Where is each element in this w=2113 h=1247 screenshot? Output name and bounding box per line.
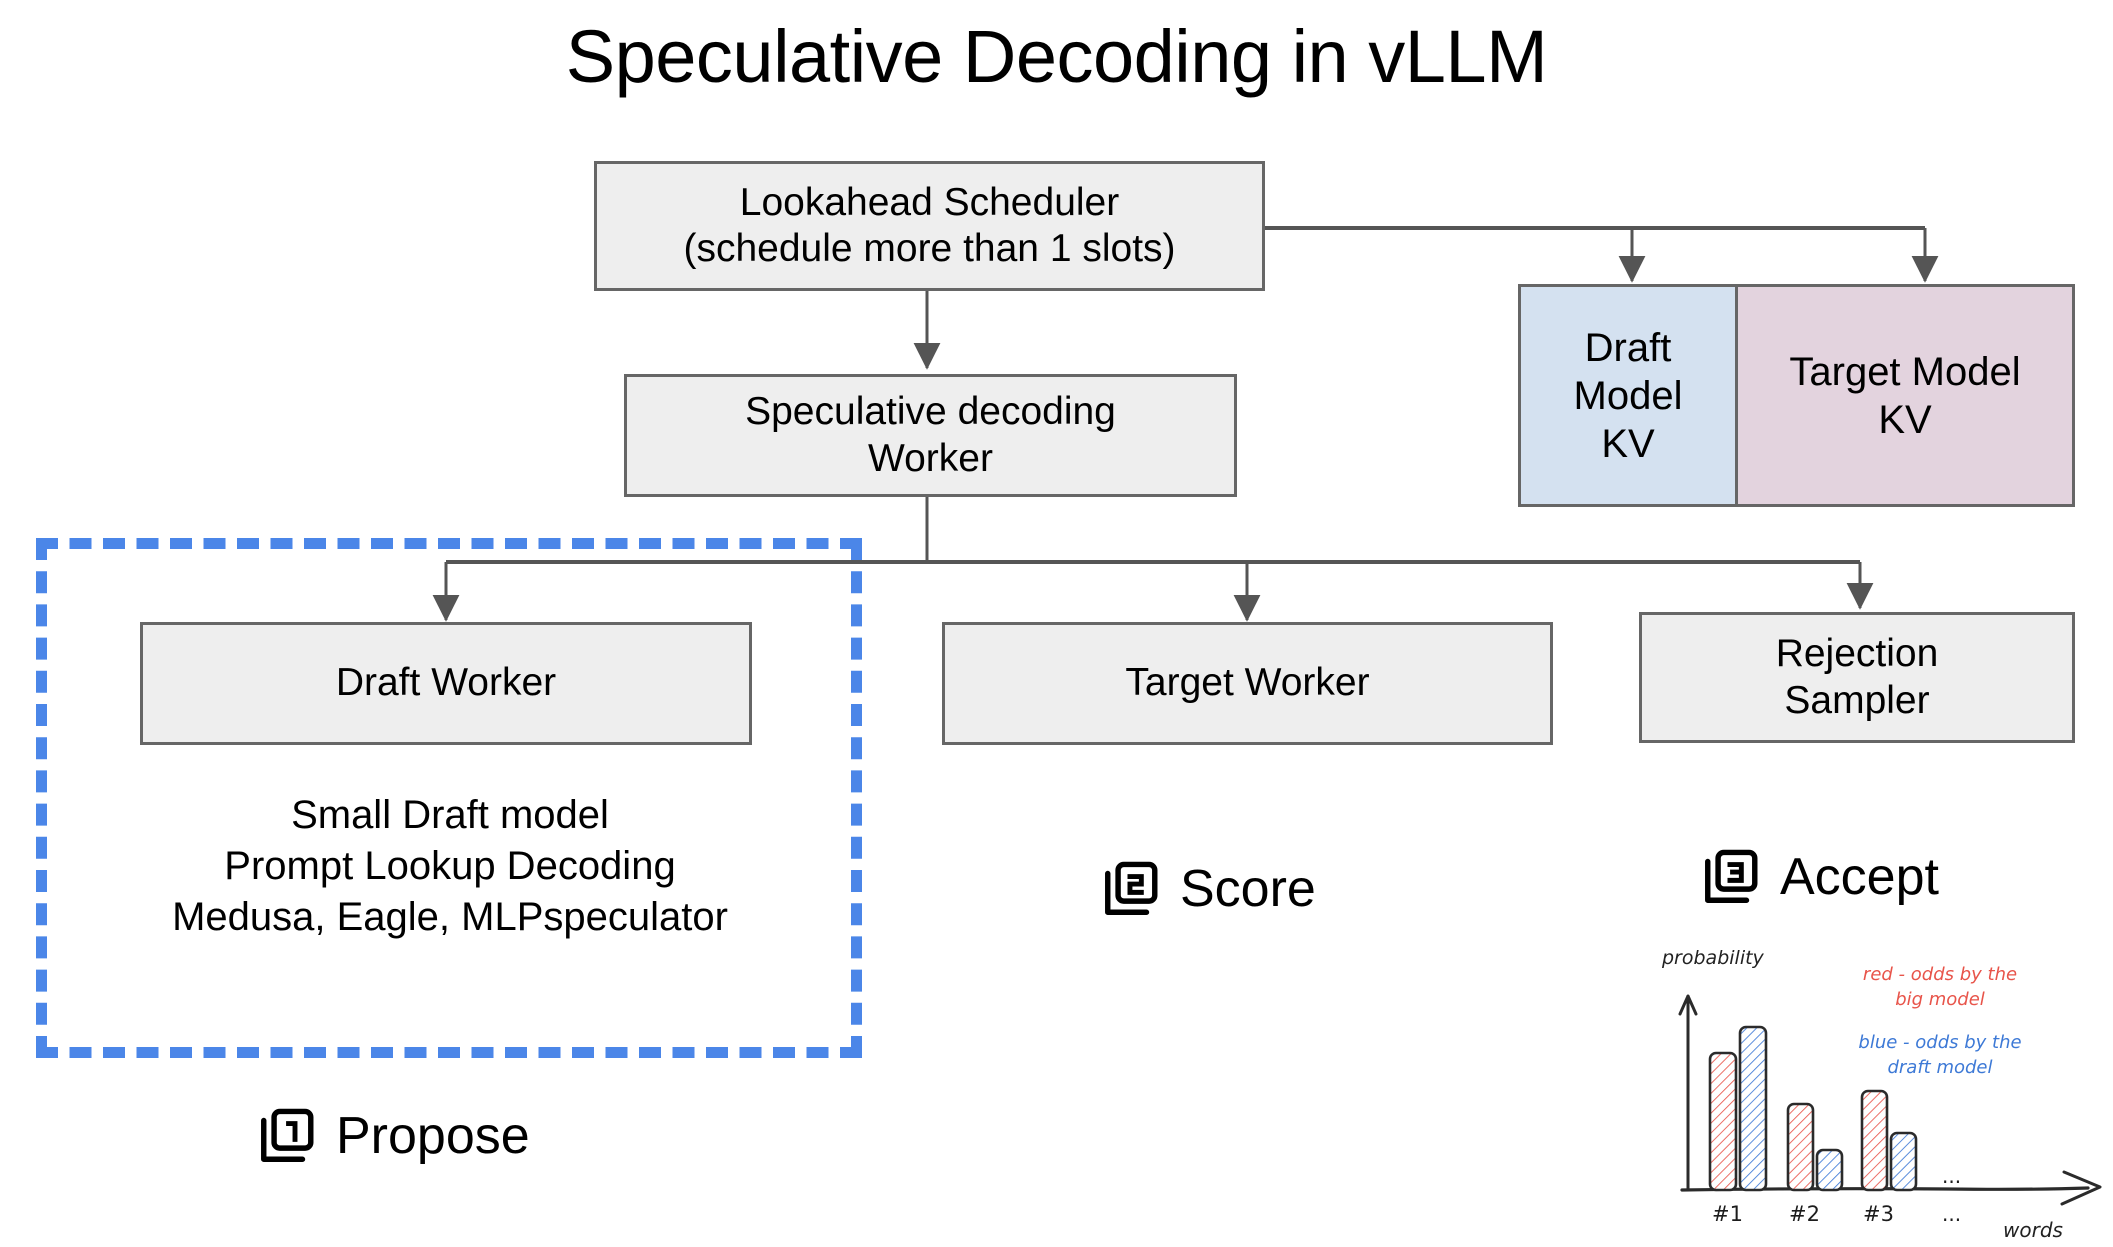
filter-3-icon bbox=[1705, 849, 1758, 903]
kv-cache-group: Draft Model KV Target Model KV bbox=[1518, 284, 2075, 507]
filter-1-icon bbox=[261, 1108, 314, 1162]
chart-legend-blue-line2: draft model bbox=[1887, 1057, 1992, 1078]
step-label: Accept bbox=[1780, 848, 1939, 906]
chart-legend-blue-line1: blue - odds by the bbox=[1858, 1032, 2021, 1053]
step-propose: Propose bbox=[256, 1105, 530, 1167]
filter-2-icon bbox=[1105, 861, 1158, 915]
bar-group-3 bbox=[1860, 1089, 1918, 1192]
draft-worker-details: Small Draft model Prompt Lookup Decoding… bbox=[172, 793, 728, 940]
node-rejection-sampler[interactable]: Rejection Sampler bbox=[1639, 612, 2075, 743]
chart-xtick-1: #1 bbox=[1712, 1202, 1743, 1226]
step-score: Score bbox=[1100, 858, 1316, 920]
step-accept: Accept bbox=[1700, 846, 1939, 908]
kv-divider bbox=[1735, 287, 1738, 504]
node-target-worker[interactable]: Target Worker bbox=[942, 622, 1553, 745]
chart-ellipsis-top: ... bbox=[1942, 1164, 1961, 1188]
node-draft-worker[interactable]: Draft Worker bbox=[140, 622, 752, 745]
probability-sketch-chart: probability #1 #2 #3 ... ... words bbox=[1661, 947, 2102, 1242]
node-lookahead-scheduler[interactable]: Lookahead Scheduler (schedule more than … bbox=[594, 161, 1265, 291]
bar-group-2 bbox=[1786, 1102, 1844, 1192]
chart-ellipsis-bottom: ... bbox=[1942, 1202, 1961, 1226]
step-label: Score bbox=[1180, 860, 1316, 918]
chart-ylabel: probability bbox=[1661, 947, 1765, 969]
page-title: Speculative Decoding in vLLM bbox=[565, 15, 1548, 98]
chart-xtick-3: #3 bbox=[1863, 1202, 1894, 1226]
node-speculative-decoding-worker[interactable]: Speculative decoding Worker bbox=[624, 374, 1237, 497]
bar-group-1 bbox=[1708, 1025, 1768, 1192]
chart-xlabel: words bbox=[2003, 1218, 2063, 1242]
chart-xtick-2: #2 bbox=[1789, 1202, 1820, 1226]
chart-legend-red-line1: red - odds by the bbox=[1863, 964, 2017, 985]
node-draft-model-kv[interactable]: Draft Model KV bbox=[1521, 287, 1735, 504]
step-label: Propose bbox=[336, 1107, 530, 1165]
propose-highlight-region bbox=[36, 538, 862, 1058]
chart-legend-red-line2: big model bbox=[1895, 989, 1985, 1010]
node-target-model-kv[interactable]: Target Model KV bbox=[1738, 287, 2072, 504]
